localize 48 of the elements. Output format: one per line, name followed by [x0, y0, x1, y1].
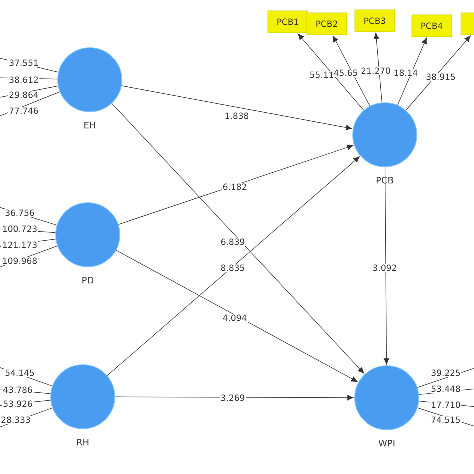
- arrow: [118, 144, 354, 225]
- arrow: [298, 34, 364, 111]
- edge-label: 6.839: [220, 238, 246, 246]
- edge-label: 6.182: [222, 183, 248, 192]
- indicator-box: PCB1: [268, 10, 308, 34]
- edge-label: 38.612: [8, 76, 40, 84]
- arrow: [107, 156, 360, 376]
- edge-label: 45.65: [333, 69, 359, 78]
- node-label: EH: [84, 122, 96, 129]
- edge-label: 43.786: [2, 386, 34, 394]
- indicator-box: PCB2: [306, 12, 348, 36]
- indicator-box: PCB4: [412, 14, 452, 38]
- edge-label: 53.926: [2, 400, 34, 408]
- arrow: [122, 86, 352, 131]
- edge-label: 77.746: [8, 107, 40, 116]
- edge-label: 36.756: [4, 208, 36, 218]
- arrow: [116, 250, 358, 382]
- edge-label: 8.835: [220, 264, 246, 272]
- arrow: [398, 38, 428, 106]
- edge-label: 39.225: [430, 369, 462, 378]
- arrow: [112, 103, 364, 374]
- arrow: [115, 395, 354, 401]
- arrow: [333, 36, 370, 107]
- node-label: PD: [82, 277, 94, 284]
- node-label: WPI: [378, 440, 395, 447]
- edge-label: 29.864: [8, 91, 40, 100]
- indicator-box: [460, 12, 474, 36]
- edge-label: 1.838: [224, 112, 250, 120]
- edge-label: 3.269: [220, 394, 246, 402]
- arrow: [374, 33, 382, 104]
- edge-label: 109.968: [2, 257, 38, 266]
- edge-label: 54.145: [4, 369, 36, 377]
- edge-label: 100.723: [2, 225, 38, 234]
- edge-label: 18.14: [393, 69, 419, 78]
- edge-label: 74.515: [430, 416, 462, 424]
- arrow: [384, 167, 390, 365]
- edge-label: 4.094: [222, 314, 248, 322]
- edge-label: 37.551: [8, 58, 40, 68]
- edge-label: 38.915: [425, 72, 457, 82]
- edge-label: 121.173: [2, 241, 38, 250]
- indicator-box: PCB3: [354, 10, 396, 32]
- edge-label: 28.333: [0, 416, 32, 424]
- edge-label: 17.710: [430, 401, 462, 410]
- node-label: RH: [77, 439, 89, 446]
- edge-label: 21.270: [360, 67, 392, 76]
- edge-label: 53.448: [430, 385, 462, 394]
- edge-label: 55.11: [309, 71, 335, 79]
- edge-label: 3.092: [372, 264, 398, 272]
